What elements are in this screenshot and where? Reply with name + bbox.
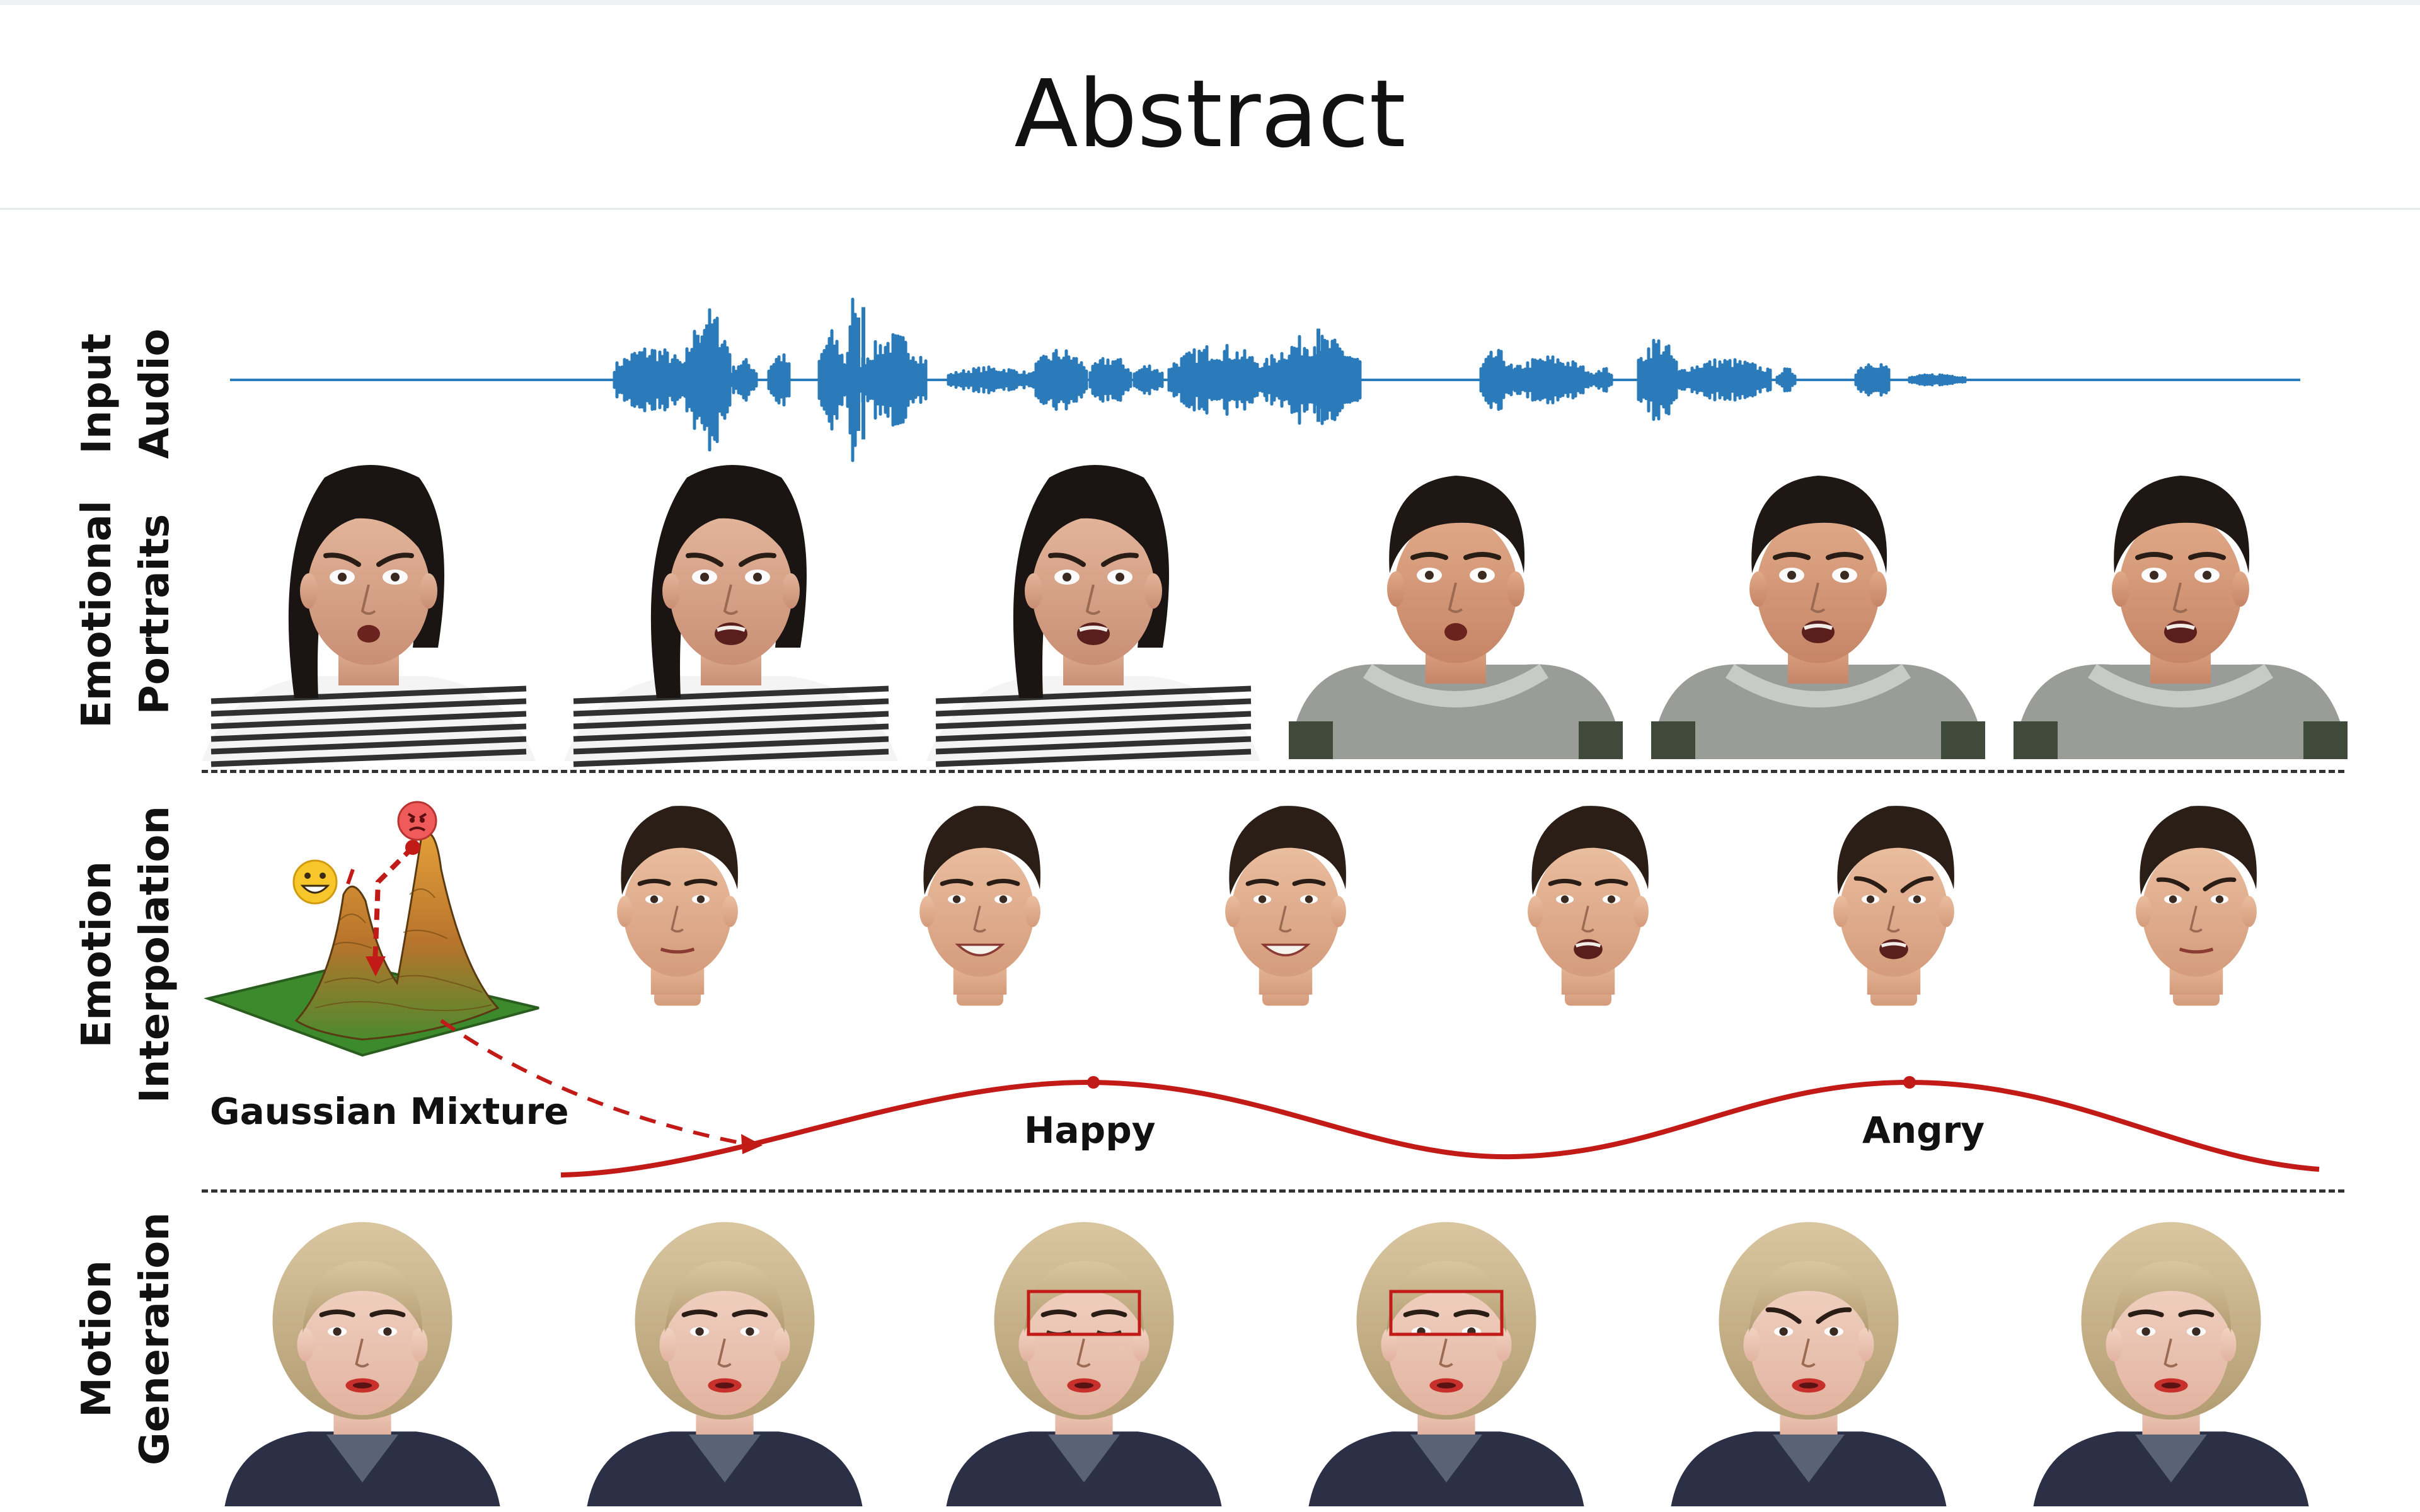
angry-peak-label: Angry xyxy=(1862,1109,1985,1152)
portrait-face xyxy=(202,465,536,767)
mixture-to-curve-arrow xyxy=(440,1019,744,1145)
top-border xyxy=(0,0,2420,5)
gaussian-mixture-plot xyxy=(204,801,539,1057)
eye-highlight-box xyxy=(1389,1290,1504,1336)
motion-face xyxy=(946,1222,1222,1506)
title-divider xyxy=(0,208,2420,210)
gaussian-mixture-label: Gaussian Mixture xyxy=(210,1090,569,1133)
portrait-face xyxy=(1289,476,1623,759)
motion-face xyxy=(1671,1222,1947,1506)
motion-generation-faces xyxy=(224,1222,2309,1506)
interpolation-face xyxy=(1225,806,1346,1006)
interpolation-face xyxy=(2136,806,2257,1006)
portrait-face xyxy=(2014,476,2348,759)
page-title: Abstract xyxy=(1014,60,1406,168)
interpolation-face xyxy=(617,806,738,1006)
emotion-intensity-curve xyxy=(560,1079,2320,1177)
motion-face xyxy=(224,1222,500,1506)
motion-face xyxy=(587,1222,863,1506)
section-divider-1 xyxy=(202,770,2344,773)
portrait-face xyxy=(926,465,1260,767)
motion-face xyxy=(1308,1222,1584,1506)
interpolation-face xyxy=(1528,806,1649,1006)
emotional-portraits-row xyxy=(202,465,2348,767)
portrait-face xyxy=(1651,476,1985,759)
emotion-interpolation-faces xyxy=(617,806,2257,1006)
interpolation-face xyxy=(1833,806,1954,1006)
eye-highlight-box xyxy=(1027,1290,1141,1336)
motion-face xyxy=(2033,1222,2309,1506)
portrait-face xyxy=(564,465,898,767)
interpolation-face xyxy=(919,806,1040,1006)
angry-peak-marker xyxy=(1903,1076,1916,1089)
input-audio-waveform xyxy=(230,297,2300,462)
section-divider-2 xyxy=(202,1189,2344,1193)
happy-peak-label: Happy xyxy=(1024,1109,1156,1152)
angry-emoji-icon xyxy=(397,801,437,841)
happy-peak-marker xyxy=(1087,1076,1100,1089)
happy-emoji-icon xyxy=(292,859,338,905)
